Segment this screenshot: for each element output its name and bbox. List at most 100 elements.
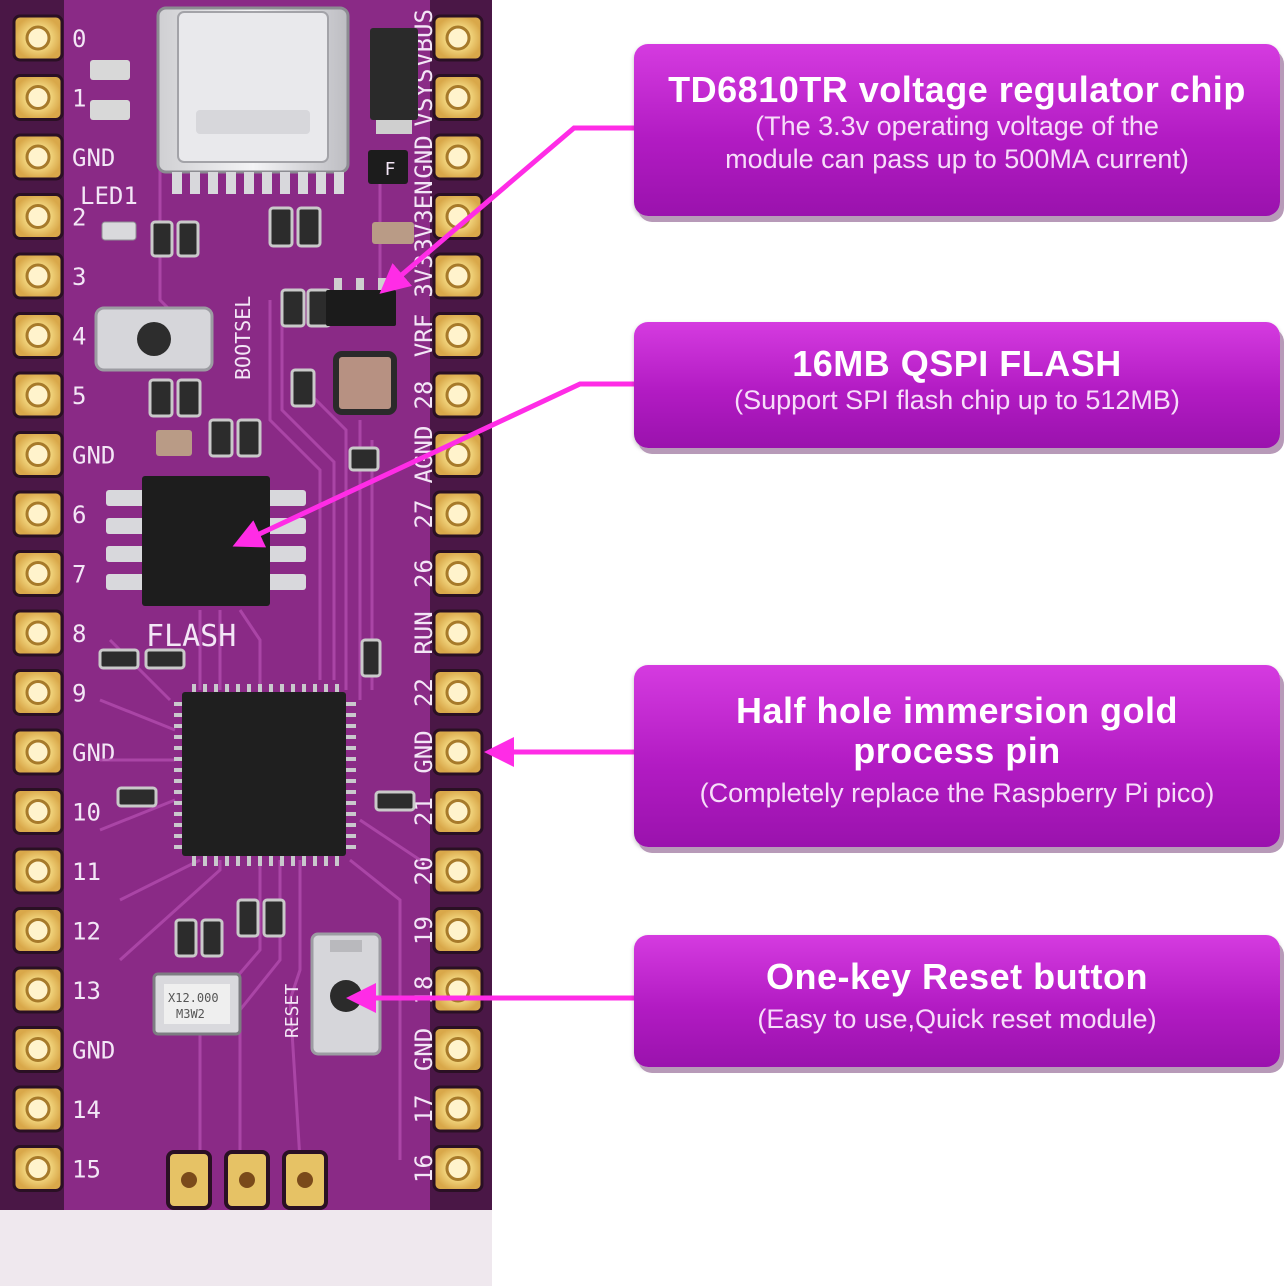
pin-hole — [445, 680, 471, 705]
led1 — [101, 221, 137, 241]
mcu-pin — [346, 812, 356, 816]
left-pin-label: 12 — [72, 918, 101, 946]
callout-title: 16MB QSPI FLASH — [792, 343, 1122, 384]
right-pin-label: 28 — [410, 381, 438, 410]
mcu-pin — [346, 724, 356, 728]
board-reflection — [0, 1210, 492, 1286]
left-pin-label: 14 — [72, 1096, 101, 1124]
mcu-pin — [346, 801, 356, 805]
pin-hole — [445, 1096, 471, 1122]
flash-silk: FLASH — [146, 619, 236, 654]
mcu-pin — [174, 823, 184, 827]
callout-subtitle-line: module can pass up to 500MA current) — [725, 144, 1189, 174]
right-pin-label: GND — [410, 730, 438, 773]
pin-hole — [25, 1096, 51, 1122]
mcu-pin — [346, 779, 356, 783]
arrow-regulator — [379, 125, 634, 294]
right-pin-label: 19 — [410, 916, 438, 945]
callout-arrows — [232, 125, 634, 1013]
pin-hole — [445, 25, 471, 51]
pin-hole — [25, 799, 51, 824]
pin-hole — [25, 144, 51, 170]
bootsel-silk: BOOTSEL — [231, 296, 255, 380]
right-pin-label: GND — [410, 135, 438, 178]
usb-solder-pins — [172, 172, 344, 194]
pin-hole — [445, 501, 471, 527]
pin-hole — [25, 680, 51, 705]
usb-c-tongue — [196, 110, 310, 134]
mcu-pin — [247, 684, 251, 694]
led1-silk: LED1 — [80, 182, 138, 210]
mcu-pin — [174, 735, 184, 739]
left-pin-label: 11 — [72, 858, 101, 886]
mcu-pin — [214, 856, 218, 866]
left-pin-label: 5 — [72, 382, 86, 410]
mcu-pin — [225, 856, 229, 866]
mcu-pin — [258, 856, 262, 866]
arrow-flash — [232, 381, 634, 548]
bootsel-button-cap — [137, 322, 171, 356]
regulator-lead — [334, 278, 342, 290]
mcu-pin — [346, 845, 356, 849]
pin-hole — [445, 382, 471, 408]
mcu-pin — [174, 812, 184, 816]
pin-hole — [25, 858, 51, 884]
mcu-pin — [346, 757, 356, 761]
pin-hole — [25, 918, 51, 943]
mcu-pin — [346, 834, 356, 838]
right-pin-labels: VBUSVSYSGND3V3EN3V3VRF28AGND2726RUN22GND… — [410, 9, 438, 1183]
smd-part — [90, 100, 130, 120]
right-pin-label: 16 — [410, 1154, 438, 1183]
callout-title-line: Half hole immersion gold — [735, 690, 1179, 731]
left-pin-label: GND — [72, 144, 115, 172]
capacitor — [372, 222, 414, 244]
pin-hole — [25, 739, 51, 765]
callout-title: One-key Reset button — [765, 956, 1149, 997]
pin-hole — [445, 739, 471, 765]
mcu-pin — [346, 768, 356, 772]
capacitor — [156, 430, 192, 456]
mcu-pin — [203, 856, 207, 866]
mcu-pin — [280, 856, 284, 866]
left-pin-label: 10 — [72, 799, 101, 827]
crystal-label-1: X12.000 — [168, 991, 219, 1005]
mcu-pin — [302, 856, 306, 866]
pin-hole — [445, 323, 471, 348]
left-pin-label: GND — [72, 1037, 115, 1065]
mcu-pin — [291, 684, 295, 694]
pin-hole — [445, 799, 471, 824]
flash-chip — [142, 476, 270, 606]
pin-hole — [25, 263, 51, 289]
mcu-pin — [174, 834, 184, 838]
right-pin-label: 20 — [410, 857, 438, 886]
mcu-pins — [174, 684, 356, 866]
left-castellated-pins — [12, 14, 64, 1192]
callout-subtitle-line: (Support SPI flash chip up to 512MB) — [734, 385, 1180, 415]
pin-hole — [445, 1037, 471, 1062]
left-pin-label: GND — [72, 442, 115, 470]
left-pin-label: 3 — [72, 263, 86, 291]
callout-subtitle-line: (Easy to use,Quick reset module) — [757, 1004, 1157, 1034]
left-pin-label: 2 — [72, 204, 86, 232]
mcu-pin — [324, 684, 328, 694]
left-pin-label: 0 — [72, 25, 86, 53]
mcu-pin — [280, 684, 284, 694]
diode-lead — [376, 120, 412, 134]
mcu-pin — [313, 856, 317, 866]
left-pin-label: 15 — [72, 1156, 101, 1184]
left-pin-label: 1 — [72, 85, 86, 113]
right-pin-label: 22 — [410, 678, 438, 707]
right-pin-label: GND — [410, 1028, 438, 1071]
pin-hole — [25, 85, 51, 110]
mcu-pin — [258, 684, 262, 694]
mcu-pin — [192, 856, 196, 866]
flash-chip-pins — [106, 490, 306, 590]
callout-title-line: process pin — [853, 730, 1061, 771]
mcu-pin — [247, 856, 251, 866]
pin-hole — [445, 561, 471, 586]
mcu-pin — [346, 790, 356, 794]
pin-hole — [445, 858, 471, 884]
pin-hole — [25, 561, 51, 586]
